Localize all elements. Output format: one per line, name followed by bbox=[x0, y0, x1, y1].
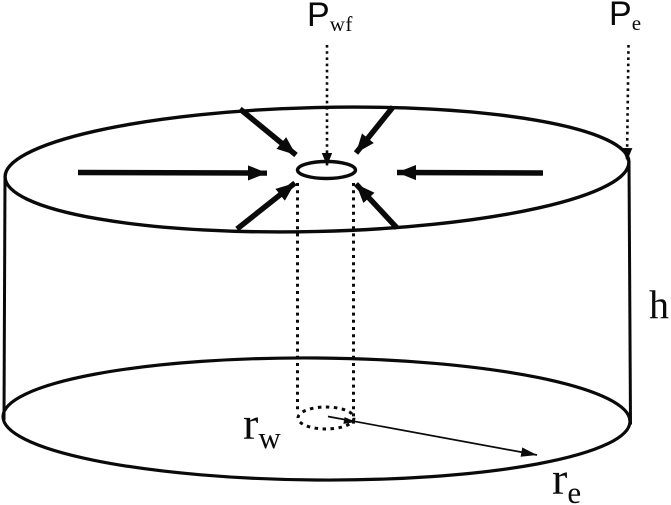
label-p-e: Pe bbox=[609, 0, 642, 34]
label-p-wf-sub: wf bbox=[329, 12, 353, 36]
label-r-w: rw bbox=[243, 398, 281, 455]
label-p-e-main: P bbox=[609, 0, 632, 33]
cylinder-right-edge bbox=[627, 161, 632, 425]
reservoir-bottom-ellipse bbox=[1, 356, 632, 482]
label-p-wf: Pwf bbox=[307, 0, 353, 35]
label-r-e-sub: e bbox=[567, 475, 582, 505]
radius-re-arrow bbox=[327, 415, 538, 457]
label-p-wf-main: P bbox=[307, 0, 330, 34]
flow-arrow-upper-right bbox=[353, 105, 396, 155]
wellbore-bottom-dotted-ellipse bbox=[296, 405, 356, 431]
flow-arrow-right bbox=[396, 164, 544, 181]
flow-arrow-left bbox=[77, 165, 268, 181]
flow-arrow-upper-left bbox=[238, 106, 298, 158]
flow-arrow-lower-right bbox=[353, 182, 400, 230]
label-h: h bbox=[649, 282, 669, 327]
label-r-e: re bbox=[552, 456, 581, 505]
label-r-e-main: r bbox=[552, 453, 568, 504]
label-r-w-main: r bbox=[243, 398, 259, 449]
pe-pointer-arrow bbox=[621, 44, 633, 162]
cylinder-left-edge bbox=[2, 176, 7, 421]
label-r-w-sub: w bbox=[258, 420, 281, 455]
radius-rw-arrowhead bbox=[343, 417, 356, 424]
flow-arrow-lower-left bbox=[235, 180, 297, 232]
label-p-e-sub: e bbox=[631, 11, 642, 35]
